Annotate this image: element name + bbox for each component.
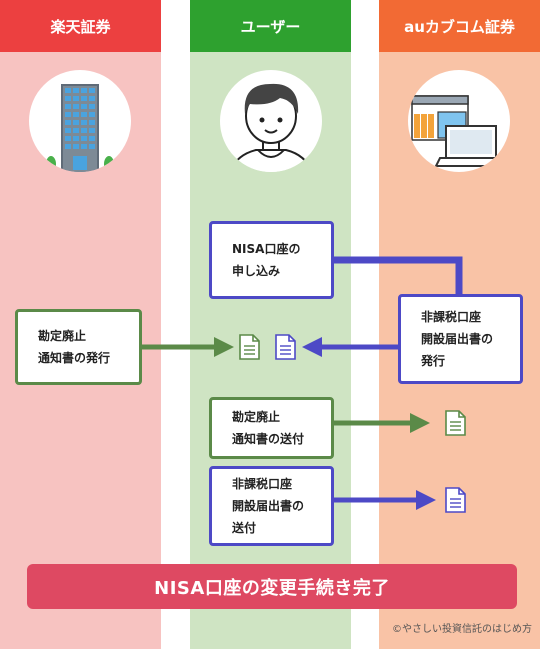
arrowhead — [416, 490, 436, 510]
arrowhead — [214, 337, 234, 357]
au-header: auカブコム証券 — [379, 0, 540, 52]
step-line: NISA口座の — [232, 242, 301, 256]
rakuten-issue-box: 勘定廃止 通知書の発行 — [15, 309, 142, 385]
rakuten-header: 楽天証券 — [0, 0, 161, 52]
step-line: 発行 — [421, 354, 446, 368]
step-line: 勘定廃止 — [232, 410, 281, 424]
au-issue-box: 非課税口座 開設届出書の 発行 — [398, 294, 523, 384]
building-icon — [46, 84, 114, 172]
au-avatar — [408, 70, 510, 172]
arrow-apply-to-au — [334, 256, 463, 294]
step-line: 申し込み — [232, 264, 281, 278]
nisa-application-box: NISA口座の 申し込み — [209, 221, 334, 299]
document-icon — [275, 334, 296, 360]
document-icon — [239, 334, 260, 360]
credit-text: ©やさしい投資信託のはじめ方 — [392, 624, 532, 635]
office-laptop-icon — [411, 95, 508, 167]
arrowhead — [410, 413, 430, 433]
user-avatar — [220, 70, 322, 172]
step-line: 勘定廃止 — [38, 329, 87, 343]
completion-banner: NISA口座の変更手続き完了 — [27, 564, 517, 609]
arrowhead — [302, 337, 322, 357]
step-line: 送付 — [232, 521, 257, 535]
step-line: 開設届出書の — [232, 499, 305, 513]
rakuten-avatar — [29, 70, 131, 172]
step-line: 通知書の送付 — [232, 432, 305, 446]
user-header: ユーザー — [190, 0, 351, 52]
document-icon — [445, 487, 466, 513]
step-line: 非課税口座 — [421, 310, 482, 324]
step-line: 通知書の発行 — [38, 351, 111, 365]
step-line: 非課税口座 — [232, 477, 293, 491]
step-line: 開設届出書の — [421, 332, 494, 346]
send-rakuten-doc-box: 勘定廃止 通知書の送付 — [209, 397, 334, 459]
user-avatar-icon — [229, 83, 313, 172]
send-au-doc-box: 非課税口座 開設届出書の 送付 — [209, 466, 334, 546]
document-icon — [445, 410, 466, 436]
